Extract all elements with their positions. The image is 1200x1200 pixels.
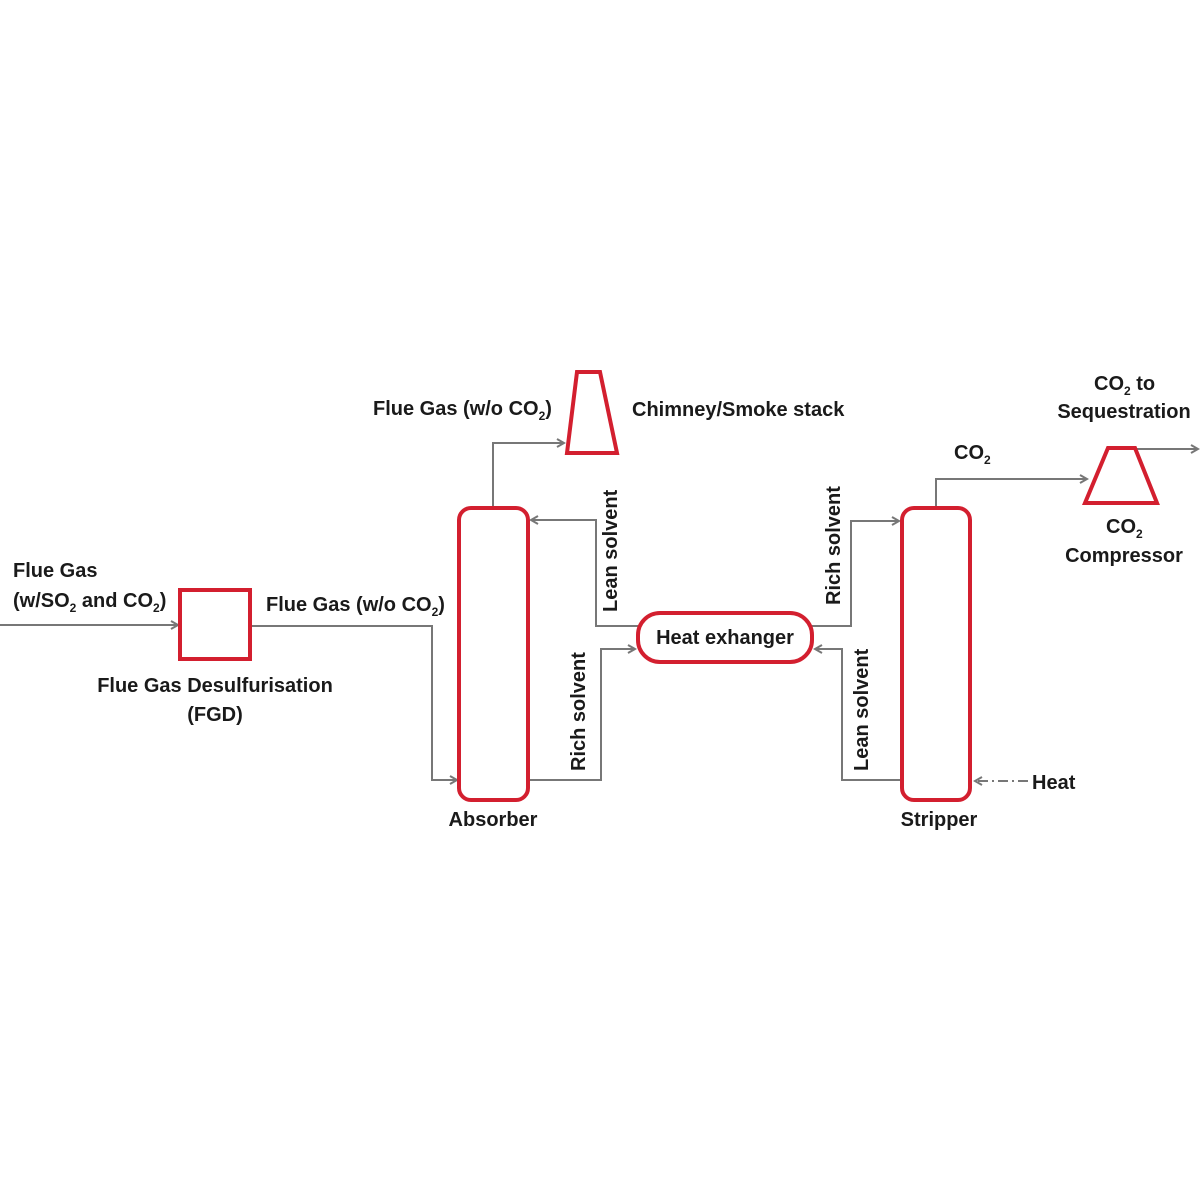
rich-solvent-to-stripper-arrow	[812, 521, 899, 627]
fgd-to-absorber-arrow	[250, 625, 457, 780]
lean-solvent-label-1: Lean solvent	[600, 489, 622, 612]
fgd-label-line1: Flue Gas Desulfurisation	[97, 675, 333, 697]
co2-stream-label: CO2	[954, 442, 991, 467]
heat-exchanger-label: Heat exhanger	[656, 627, 794, 649]
compressor-label-line2: Compressor	[1065, 545, 1183, 567]
rich-solvent-label-1: Rich solvent	[568, 652, 590, 771]
rich-solvent-label-2: Rich solvent	[823, 486, 845, 605]
heat-exchanger-unit	[636, 611, 814, 664]
chimney-label: Chimney/Smoke stack	[632, 399, 845, 421]
lean-solvent-to-absorber-arrow	[531, 520, 638, 627]
compressor-label-line1: CO2	[1106, 516, 1143, 541]
stripper-label: Stripper	[901, 809, 978, 831]
lean-solvent-to-exchanger-arrow	[815, 649, 902, 781]
heat-label: Heat	[1032, 772, 1076, 794]
stripper-column	[900, 506, 972, 802]
chimney-stack	[564, 370, 620, 455]
absorber-label: Absorber	[449, 809, 538, 831]
sequestration-label-line1: CO2 to	[1094, 373, 1155, 398]
absorber-to-chimney-arrow	[492, 443, 564, 508]
rich-solvent-to-exchanger-arrow	[528, 649, 635, 781]
absorber-column	[457, 506, 530, 802]
stack-inlet-label: Flue Gas (w/o CO2)	[373, 398, 552, 423]
fgd-outlet-label: Flue Gas (w/o CO2)	[266, 594, 445, 619]
sequestration-label-line2: Sequestration	[1057, 401, 1190, 423]
inlet-label-line1: Flue Gas	[13, 560, 97, 582]
fgd-unit	[178, 588, 252, 661]
inlet-label-line2: (w/SO2 and CO2)	[13, 590, 166, 615]
co2-to-compressor-arrow	[935, 479, 1087, 508]
lean-solvent-label-2: Lean solvent	[851, 648, 873, 771]
fgd-label-line2: (FGD)	[187, 704, 243, 726]
co2-compressor	[1081, 446, 1160, 505]
